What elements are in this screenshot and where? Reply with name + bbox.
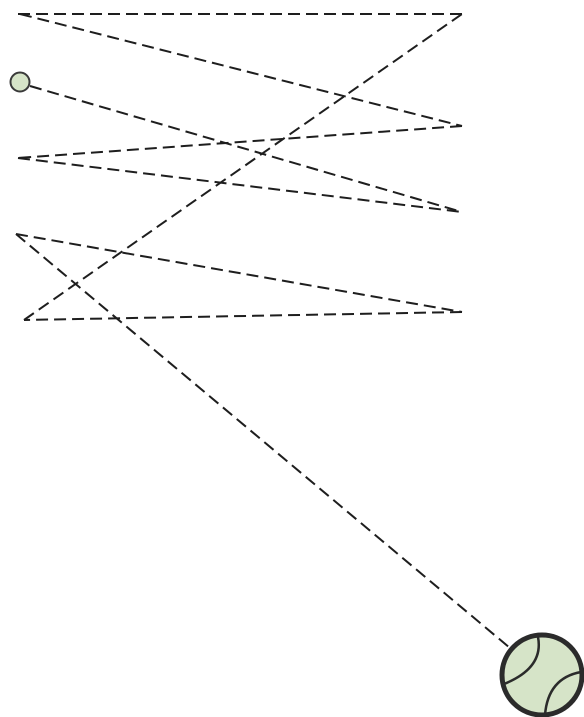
path-segment-8 (16, 234, 462, 312)
path-segment-2 (20, 14, 462, 126)
path-segment-5 (30, 86, 462, 212)
path-segment-9 (16, 234, 510, 648)
path-segment-4 (18, 158, 462, 212)
tennis-ball-icon (502, 635, 582, 715)
small-ball-icon (11, 73, 30, 92)
path-segment-3 (18, 126, 462, 158)
path-segment-6 (24, 312, 462, 320)
zigzag-path (16, 14, 510, 648)
